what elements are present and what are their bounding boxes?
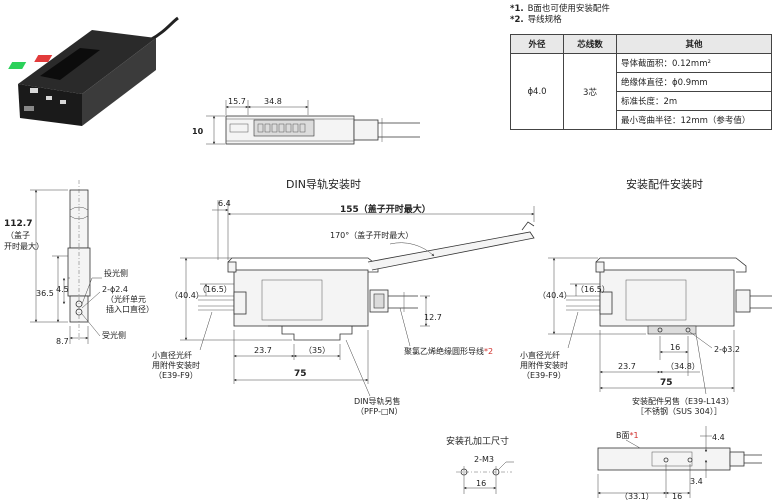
dim-36-5: 36.5 <box>36 289 54 298</box>
dim-16-5: （16.5） <box>576 285 610 294</box>
dim-23-7: 23.7 <box>254 346 272 355</box>
dim-4-4: 4.4 <box>712 433 725 442</box>
dim-16: 16 <box>476 479 486 488</box>
hole-label: 2-ϕ3.2 <box>714 345 740 354</box>
dim-75: 75 <box>660 378 673 388</box>
bracket-label: 安装配件另售（E39-L143） <box>632 396 734 406</box>
hole-label: 2-ϕ2.4 <box>102 285 128 294</box>
dim-16: 16 <box>670 343 680 352</box>
table-header: 芯线数 <box>563 34 617 54</box>
b-face-label: B面*1 <box>616 431 639 440</box>
din-view-title: DIN导轨安装时 <box>286 177 361 191</box>
dim-35: （35） <box>304 346 330 355</box>
din-rail-label: DIN导轨另售 <box>354 396 401 406</box>
note-2: *2.导线规格 <box>510 15 562 25</box>
dim-23-7: 23.7 <box>618 362 636 371</box>
din-mount-view: DIN导轨安装时 170°（盖子开时最大） 6.4 155（盖子开时最大） （4… <box>152 177 535 416</box>
din-rail-label: （PFP-□N） <box>356 407 403 416</box>
table-row: ϕ4.0 3芯 导体截面积：0.12mm² <box>510 53 772 130</box>
product-photo <box>8 16 179 126</box>
dim-34-8: （34.8） <box>666 362 700 371</box>
dim-112-7-note: （盖子 <box>6 230 30 240</box>
dim-3-4: 3.4 <box>690 477 703 486</box>
hole-view-title: 安装孔加工尺寸 <box>446 435 509 447</box>
hole-note: 插入口直径） <box>106 304 154 314</box>
dim-16: 16 <box>672 492 682 501</box>
dim-15-7: 15.7 <box>228 97 246 106</box>
dim-4-5: 4.5 <box>56 285 69 294</box>
dim-16-5: （16.5） <box>198 285 232 294</box>
b-face-view: B面*1 4.4 3.4 （33.1） 16 <box>597 426 762 501</box>
emit-side-label: 投光侧 <box>104 268 128 278</box>
bracket-mount-view: 安装配件安装时 （40.4） （16.5） 16 2-ϕ3.2 23.7 （34… <box>520 177 772 416</box>
fiber-note: 用附件安装时 <box>152 360 200 370</box>
cores-cell: 3芯 <box>563 53 617 130</box>
dim-33-1: （33.1） <box>620 492 654 501</box>
notes: *1.B面也可使用安装配件 *2.导线规格 <box>510 4 610 26</box>
hole-note: （光纤单元 <box>106 294 146 304</box>
dim-34-8: 34.8 <box>264 97 282 106</box>
dim-75: 75 <box>294 369 307 379</box>
fiber-note: 用附件安装时 <box>520 360 568 370</box>
dim-6-4: 6.4 <box>218 199 231 208</box>
other-cell: 最小弯曲半径：12mm（参考值） <box>616 110 772 130</box>
outer-diameter-cell: ϕ4.0 <box>510 53 564 130</box>
bracket-label: ［不锈钢（SUS 304）］ <box>636 406 722 416</box>
hole-thread: 2-M3 <box>474 455 494 464</box>
dim-40-4: （40.4） <box>538 291 572 300</box>
dim-12-7: 12.7 <box>424 313 442 322</box>
mounting-hole-view: 安装孔加工尺寸 2-M3 16 <box>446 435 514 494</box>
dim-40-4: （40.4） <box>170 291 204 300</box>
angle-170: 170°（盖子开时最大） <box>330 230 413 240</box>
dim-10: 10 <box>192 127 204 136</box>
dim-112-7-note: 开时最大） <box>4 241 44 251</box>
dim-112-7: 112.7 <box>4 219 32 229</box>
side-view: 112.7 （盖子 开时最大） 36.5 4.5 8.7 投光侧 2-ϕ2.4 … <box>4 180 154 346</box>
note-1: *1.B面也可使用安装配件 <box>510 4 610 14</box>
dim-155: 155（盖子开时最大） <box>340 203 431 215</box>
fiber-note: （E39-F9） <box>154 371 198 380</box>
receive-side-label: 受光侧 <box>102 330 126 340</box>
fiber-note: 小直径光纤 <box>152 350 192 360</box>
fiber-note: （E39-F9） <box>522 371 566 380</box>
bracket-view-title: 安装配件安装时 <box>626 177 703 191</box>
dim-8-7: 8.7 <box>56 337 69 346</box>
fiber-note: 小直径光纤 <box>520 350 560 360</box>
table-header: 外径 <box>510 34 564 54</box>
table-row: 最小弯曲半径：12mm（参考值） <box>511 110 772 130</box>
cable-spec-table: 外径 芯线数 其他 ϕ4.0 3芯 导体截面积：0.12mm² 绝缘体直径：ϕ0… <box>510 34 772 130</box>
top-view: 15.7 34.8 10 <box>192 97 420 145</box>
cable-label: 聚氯乙烯绝缘圆形导线*2 <box>404 346 493 356</box>
